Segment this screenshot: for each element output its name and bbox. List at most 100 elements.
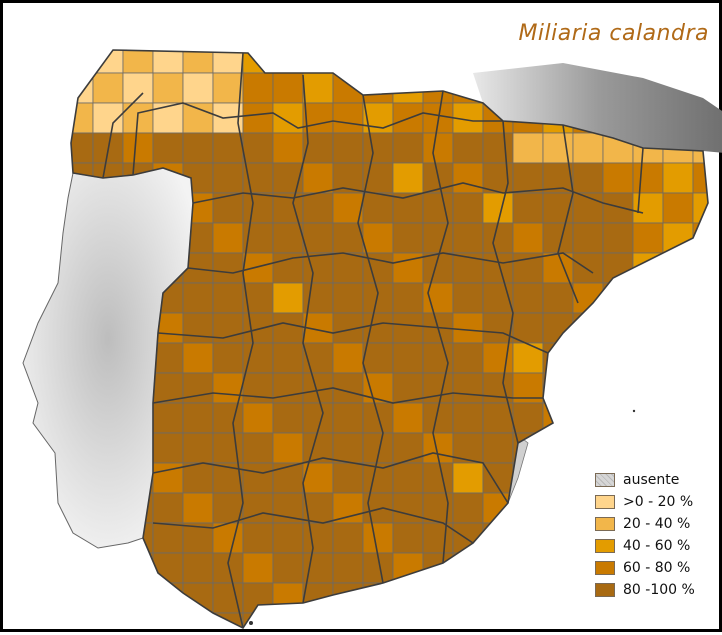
grid-cell bbox=[302, 50, 334, 74]
grid-cell bbox=[512, 522, 544, 554]
grid-cell bbox=[212, 162, 244, 194]
grid-cell bbox=[392, 72, 424, 104]
legend-item-60-80: 60 - 80 % bbox=[595, 557, 722, 579]
legend-swatch bbox=[595, 517, 615, 531]
distribution-map bbox=[22, 49, 722, 630]
grid-cell bbox=[632, 222, 664, 254]
grid-cell bbox=[302, 192, 334, 224]
grid-cell bbox=[692, 252, 708, 284]
grid-cell bbox=[692, 312, 708, 344]
grid-cell bbox=[302, 72, 334, 104]
legend-item-20-40: 20 - 40 % bbox=[595, 513, 722, 535]
grid-cell bbox=[632, 282, 664, 314]
grid-cell bbox=[242, 432, 274, 464]
grid-cell bbox=[512, 222, 544, 254]
grid-cell bbox=[392, 492, 424, 524]
grid-cell bbox=[512, 162, 544, 194]
grid-cell bbox=[392, 432, 424, 464]
grid-cell bbox=[572, 162, 604, 194]
grid-cell bbox=[482, 432, 514, 464]
grid-cell bbox=[602, 402, 634, 434]
legend-item-40-60: 40 - 60 % bbox=[595, 535, 722, 557]
grid-cell bbox=[452, 462, 484, 494]
grid-cell bbox=[632, 50, 664, 74]
grid-cell bbox=[692, 432, 708, 464]
grid-cell bbox=[272, 462, 304, 494]
grid-cell bbox=[662, 222, 694, 254]
grid-cell bbox=[362, 72, 394, 104]
grid-cell bbox=[152, 522, 184, 554]
grid-cell bbox=[422, 192, 454, 224]
grid-cell bbox=[662, 282, 694, 314]
grid-cell bbox=[692, 402, 708, 434]
grid-cell bbox=[302, 402, 334, 434]
grid-cell bbox=[242, 132, 274, 164]
grid-cell bbox=[272, 492, 304, 524]
grid-cell bbox=[332, 402, 364, 434]
grid-cell bbox=[332, 132, 364, 164]
grid-cell bbox=[212, 252, 244, 284]
grid-cell bbox=[212, 50, 244, 74]
grid-cell bbox=[182, 132, 214, 164]
grid-cell bbox=[572, 342, 604, 374]
grid-cell bbox=[422, 462, 454, 494]
grid-cell bbox=[362, 492, 394, 524]
grid-cell bbox=[332, 282, 364, 314]
grid-cell bbox=[302, 162, 334, 194]
grid-cell bbox=[662, 402, 694, 434]
grid-cell bbox=[542, 462, 574, 494]
grid-cell bbox=[392, 372, 424, 404]
grid-cell bbox=[452, 582, 484, 614]
coast-details bbox=[249, 409, 636, 625]
grid-cell bbox=[182, 50, 214, 74]
grid-cell bbox=[362, 50, 394, 74]
grid-cell bbox=[602, 222, 634, 254]
grid-cell bbox=[662, 252, 694, 284]
grid-cell bbox=[512, 312, 544, 344]
grid-cell bbox=[362, 282, 394, 314]
legend-swatch bbox=[595, 539, 615, 553]
province-boundaries bbox=[70, 49, 709, 630]
grid-cell bbox=[632, 432, 664, 464]
grid-cell bbox=[482, 222, 514, 254]
grid-cell bbox=[302, 522, 334, 554]
legend-swatch bbox=[595, 561, 615, 575]
grid-cell bbox=[182, 282, 214, 314]
legend-label: 40 - 60 % bbox=[623, 538, 691, 554]
grid-cell bbox=[182, 402, 214, 434]
legend: ausente >0 - 20 % 20 - 40 % 40 - 60 % 60… bbox=[595, 469, 722, 601]
grid-cell bbox=[512, 402, 544, 434]
grid-cell bbox=[482, 50, 514, 74]
grid-cell bbox=[482, 552, 514, 584]
grid-cell bbox=[422, 582, 454, 614]
grid-cell bbox=[662, 342, 694, 374]
grid-cell bbox=[602, 312, 634, 344]
grid-cell bbox=[182, 582, 214, 614]
grid-cell bbox=[422, 282, 454, 314]
grid-cell bbox=[302, 582, 334, 614]
grid-cell bbox=[182, 72, 214, 104]
grid-cell bbox=[512, 132, 544, 164]
grid-cell bbox=[122, 552, 154, 584]
grid-cell bbox=[602, 282, 634, 314]
grid-cell bbox=[242, 552, 274, 584]
grid-cell bbox=[602, 50, 634, 74]
grid-cell bbox=[212, 282, 244, 314]
grid-cell bbox=[692, 342, 708, 374]
grid-cell bbox=[392, 162, 424, 194]
grid-cell bbox=[512, 342, 544, 374]
legend-item-0-20: >0 - 20 % bbox=[595, 491, 722, 513]
grid-cell bbox=[602, 162, 634, 194]
grid-cell bbox=[452, 282, 484, 314]
grid-cell bbox=[482, 132, 514, 164]
grid-cell bbox=[602, 252, 634, 284]
grid-cell bbox=[182, 372, 214, 404]
grid-cell bbox=[632, 372, 664, 404]
grid-cell bbox=[632, 192, 664, 224]
grid-cell bbox=[662, 192, 694, 224]
grid-cell bbox=[542, 492, 574, 524]
grid-cell bbox=[662, 50, 694, 74]
grid-cell bbox=[272, 50, 304, 74]
grid-cell bbox=[632, 162, 664, 194]
